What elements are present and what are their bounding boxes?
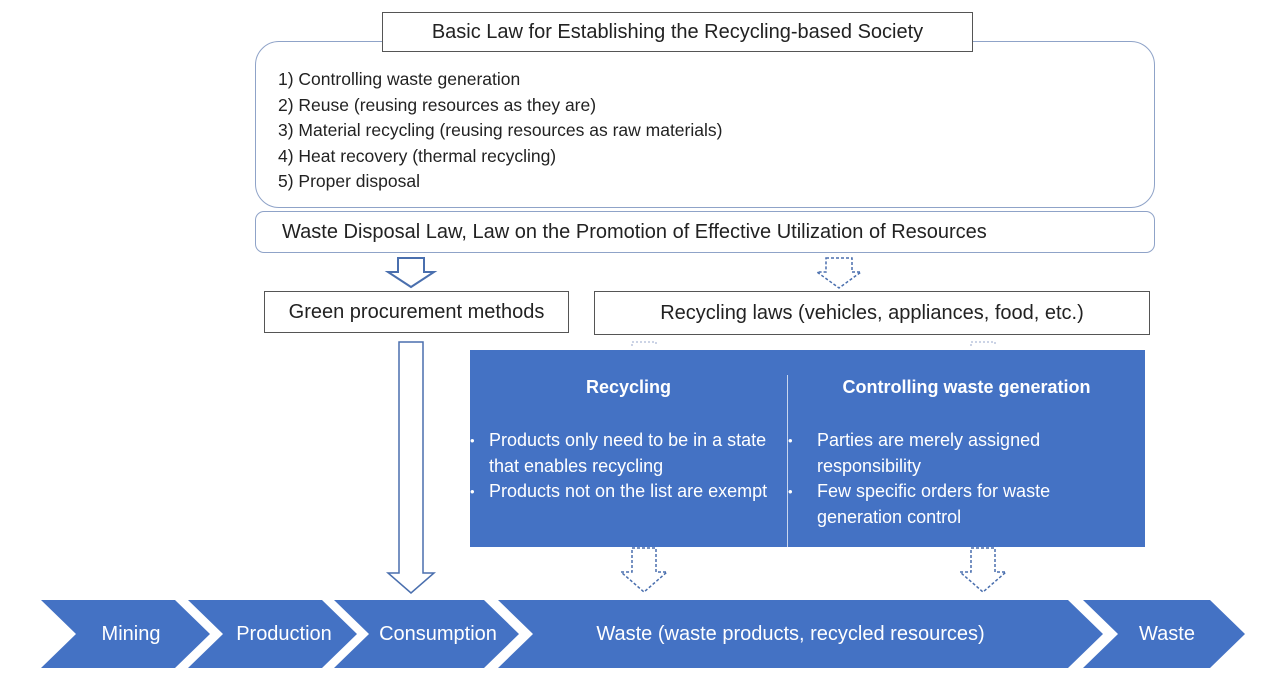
down-arrow-icon [384,257,438,289]
bullet-icon: • [470,433,475,448]
green-procurement-text: Green procurement methods [288,300,545,323]
flow-label-waste: Waste [1139,622,1195,645]
dashed-connector-icon [631,341,657,346]
dashed-down-arrow-icon [618,547,670,593]
flow-chevron-waste [1083,600,1245,668]
principles-box: 1) Controlling waste generation 2) Reuse… [255,41,1155,208]
principle-item: 2) Reuse (reusing resources as they are) [278,94,597,115]
recycling-laws-box: Recycling laws (vehicles, appliances, fo… [594,291,1150,335]
flow-label-mining: Mining [101,622,161,645]
principle-item: 5) Proper disposal [278,171,421,192]
list-item: • Parties are merely assigned responsibi… [788,430,1041,476]
dashed-down-arrow-icon [814,257,864,289]
principle-item: 4) Heat recovery (thermal recycling) [278,145,557,166]
recycling-laws-text: Recycling laws (vehicles, appliances, fo… [660,301,1084,324]
principle-item: 3) Material recycling (reusing resources… [278,120,723,141]
panel-divider [787,375,788,547]
bullet-icon: • [788,433,793,448]
list-item: • Products only need to be in a state th… [470,430,767,476]
recycling-heading: Recycling [585,377,672,397]
flow-chevron-consumption [334,600,519,668]
list-item: • Few specific orders for waste generati… [788,481,1051,527]
laws-bar-text: Waste Disposal Law, Law on the Promotion… [282,220,987,243]
controlling-waste-bullets: • Parties are merely assigned responsibi… [788,428,1088,530]
flow-label-consumption: Consumption [379,622,497,645]
bullet-icon: • [470,484,475,500]
long-down-arrow-icon [385,341,437,594]
green-procurement-box: Green procurement methods [264,291,569,333]
title-box: Basic Law for Establishing the Recycling… [382,12,973,52]
laws-bar: Waste Disposal Law, Law on the Promotion… [255,211,1155,253]
controlling-waste-heading: Controlling waste generation [842,377,1091,397]
flow-label-production: Production [236,622,332,645]
flow-chevron-mining [41,600,210,668]
measures-panel: Recycling • Products only need to be in … [470,350,1145,547]
bullet-icon: • [788,484,793,500]
title-text: Basic Law for Establishing the Recycling… [431,20,924,43]
recycling-bullets: • Products only need to be in a state th… [470,428,770,505]
dashed-connector-icon [970,341,996,346]
flow-label-waste-products: Waste (waste products, recycled resource… [596,622,985,645]
dashed-down-arrow-icon [957,547,1009,593]
flow-chevron-waste-products [498,600,1103,668]
list-item: • Products not on the list are exempt [470,479,770,505]
flow-chevron-production [188,600,357,668]
principle-item: 1) Controlling waste generation [278,69,521,89]
